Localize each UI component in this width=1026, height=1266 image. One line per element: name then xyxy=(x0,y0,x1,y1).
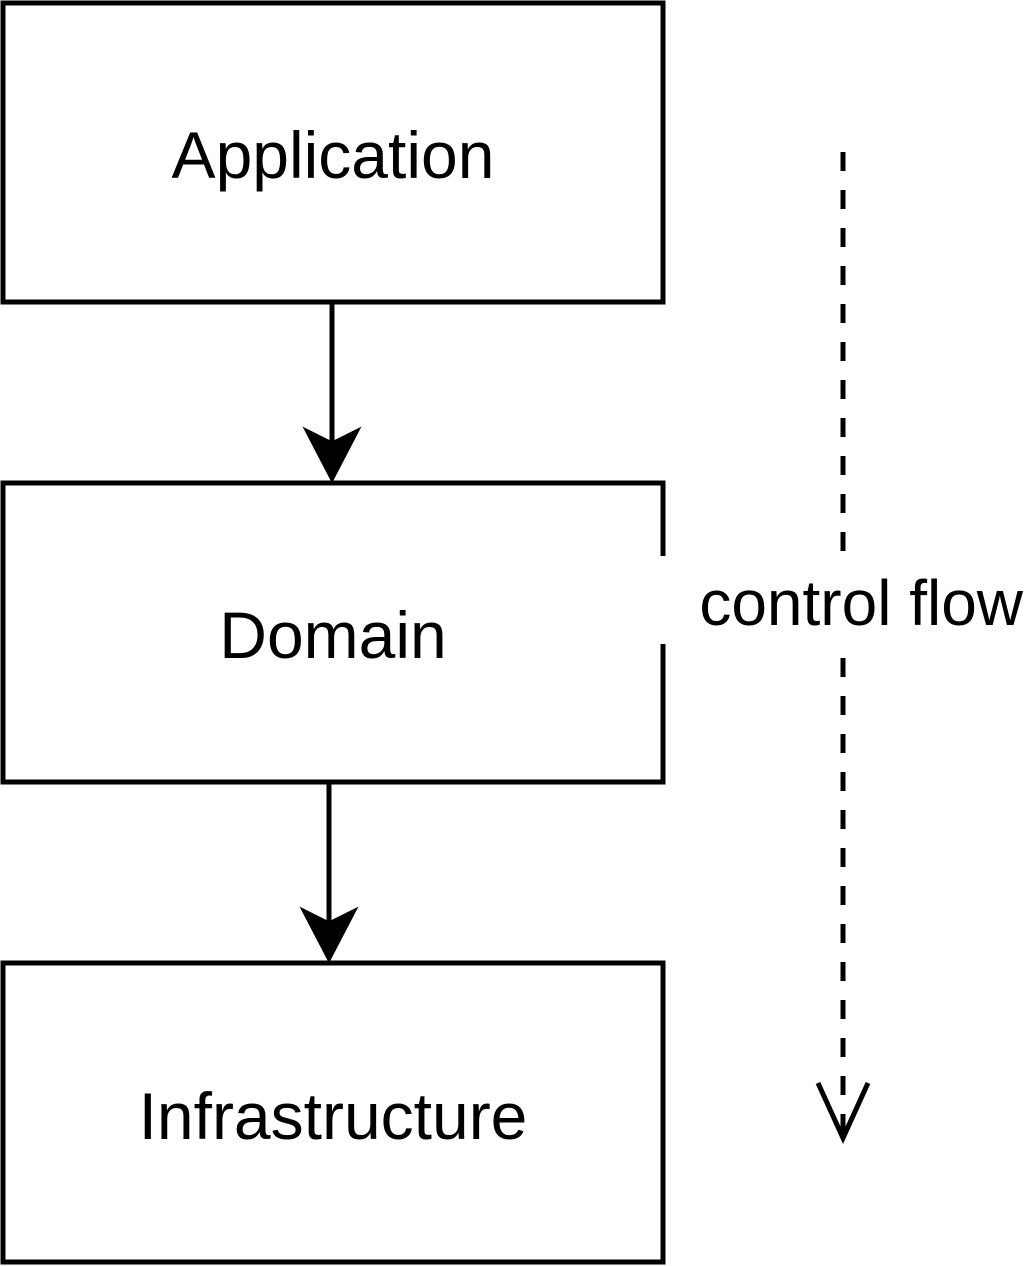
control-flow-label: control flow xyxy=(699,567,1023,639)
application-box xyxy=(0,0,666,305)
infrastructure-box xyxy=(0,960,666,1265)
application-label: Application xyxy=(172,118,495,192)
application-layer: Application xyxy=(0,0,666,305)
domain-box xyxy=(0,480,666,785)
arrowhead-icon xyxy=(299,906,359,964)
control-flow-label-background xyxy=(660,556,1026,644)
domain-layer: Domain xyxy=(0,480,666,785)
edge-application-to-domain xyxy=(302,302,362,484)
arrowhead-icon xyxy=(302,426,362,484)
infrastructure-label: Infrastructure xyxy=(139,1079,528,1153)
edge-domain-to-infrastructure xyxy=(299,782,359,964)
infrastructure-layer: Infrastructure xyxy=(0,960,666,1265)
domain-label: Domain xyxy=(219,598,446,672)
control-flow-indicator: control flow xyxy=(660,152,1026,1145)
open-arrowhead-icon xyxy=(815,1081,871,1145)
